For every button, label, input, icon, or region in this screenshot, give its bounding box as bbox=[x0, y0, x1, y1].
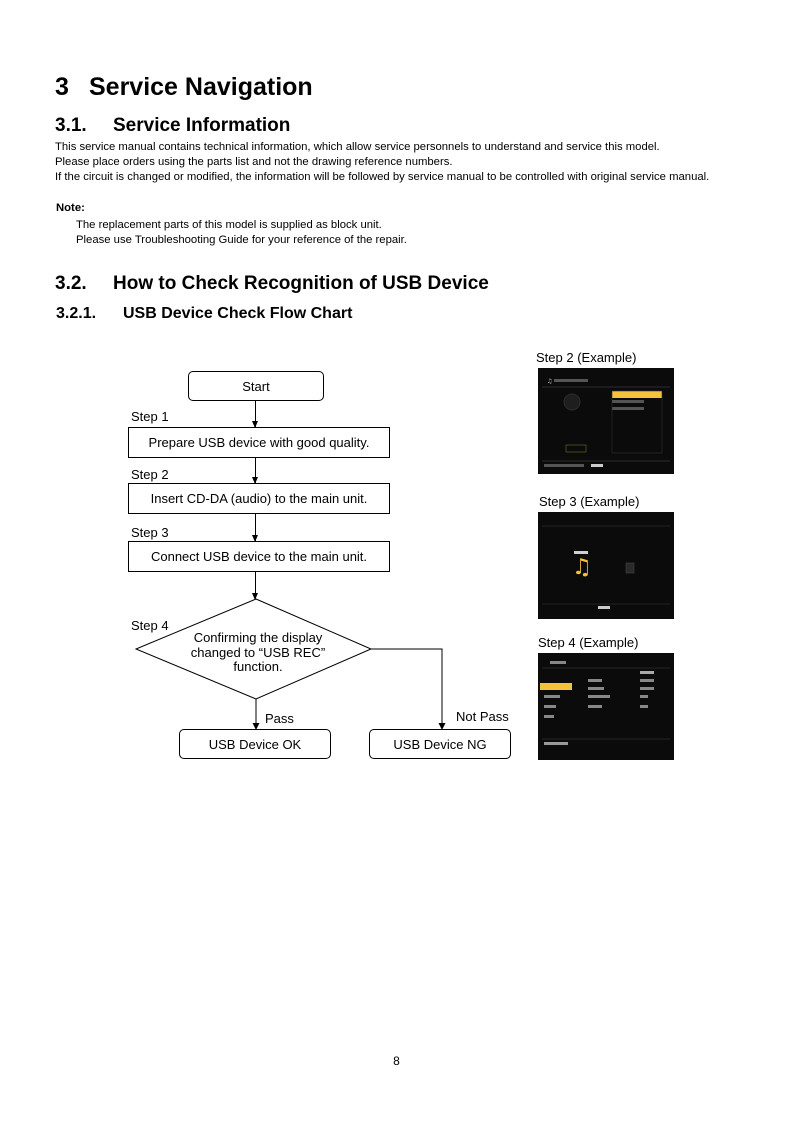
note-line: Please use Troubleshooting Guide for you… bbox=[76, 234, 407, 246]
decision-line: function. bbox=[233, 659, 283, 674]
flowchart-title: USB Device Check Flow Chart bbox=[123, 305, 353, 322]
step4-example-screen bbox=[538, 653, 674, 760]
step3-text: Connect USB device to the main unit. bbox=[150, 549, 368, 564]
svg-text:♫: ♫ bbox=[572, 555, 592, 580]
step1-box: Prepare USB device with good quality. bbox=[128, 427, 390, 458]
arrow bbox=[252, 514, 258, 542]
note-line: The replacement parts of this model is s… bbox=[76, 219, 382, 231]
step2-text: Insert CD-DA (audio) to the main unit. bbox=[150, 491, 368, 506]
usb-check-number: 3.2. bbox=[55, 273, 87, 294]
step2-box: Insert CD-DA (audio) to the main unit. bbox=[128, 483, 390, 514]
service-info-line: This service manual contains technical i… bbox=[55, 141, 660, 153]
service-info-body: This service manual contains technical i… bbox=[55, 140, 745, 185]
usb-ng-text: USB Device NG bbox=[393, 736, 487, 752]
flowchart-number: 3.2.1. bbox=[56, 305, 97, 322]
usb-ok-text: USB Device OK bbox=[208, 736, 302, 752]
step1-label: Step 1 bbox=[131, 409, 169, 424]
service-info-heading: 3.1. Service Information bbox=[55, 115, 290, 137]
step2-screen-graphic: ♫ bbox=[538, 368, 674, 474]
pass-label: Pass bbox=[265, 711, 294, 726]
decision-connectors bbox=[134, 598, 446, 730]
step3-screen-graphic: ♫ bbox=[538, 512, 674, 619]
page-number: 8 bbox=[393, 1054, 400, 1068]
step4-example-caption: Step 4 (Example) bbox=[538, 635, 639, 650]
usb-ok-node: USB Device OK bbox=[179, 729, 331, 759]
flowchart-heading: 3.2.1. USB Device Check Flow Chart bbox=[56, 305, 352, 323]
service-info-line: Please place orders using the parts list… bbox=[55, 156, 453, 168]
section-title: Service Navigation bbox=[89, 73, 313, 101]
step2-label: Step 2 bbox=[131, 467, 169, 482]
arrow-head bbox=[438, 723, 446, 730]
step1-text: Prepare USB device with good quality. bbox=[148, 435, 370, 450]
arrow bbox=[252, 401, 258, 428]
step3-label: Step 3 bbox=[131, 525, 169, 540]
arrow bbox=[252, 458, 258, 484]
step4-label: Step 4 bbox=[131, 618, 169, 633]
step4-screen-graphic bbox=[538, 653, 674, 760]
usb-ng-node: USB Device NG bbox=[369, 729, 511, 759]
arrow bbox=[252, 572, 258, 600]
note-body: The replacement parts of this model is s… bbox=[76, 218, 407, 248]
step2-example-screen: ♫ bbox=[538, 368, 674, 474]
section-number: 3 bbox=[55, 73, 69, 101]
decision-line: changed to “USB REC” bbox=[190, 644, 326, 660]
decision-line: Confirming the display bbox=[193, 630, 323, 645]
step3-box: Connect USB device to the main unit. bbox=[128, 541, 390, 572]
notpass-connector bbox=[371, 648, 443, 723]
step3-example-caption: Step 3 (Example) bbox=[539, 494, 640, 509]
svg-text:♫: ♫ bbox=[547, 378, 552, 385]
note-label: Note: bbox=[56, 202, 85, 214]
arrow-head bbox=[252, 723, 260, 730]
step2-example-caption: Step 2 (Example) bbox=[536, 350, 637, 365]
start-text: Start bbox=[242, 378, 270, 394]
section-heading: 3 Service Navigation bbox=[55, 73, 313, 102]
service-info-line: If the circuit is changed or modified, t… bbox=[55, 171, 710, 183]
usb-check-heading: 3.2. How to Check Recognition of USB Devi… bbox=[55, 273, 489, 295]
usb-check-title: How to Check Recognition of USB Device bbox=[113, 273, 489, 294]
notpass-label: Not Pass bbox=[456, 709, 509, 724]
step3-example-screen: ♫ bbox=[538, 512, 674, 619]
start-node: Start bbox=[188, 371, 324, 401]
decision-text: Confirming the display changed to “USB R… bbox=[168, 630, 348, 675]
service-info-title: Service Information bbox=[113, 115, 291, 136]
service-info-number: 3.1. bbox=[55, 115, 87, 136]
